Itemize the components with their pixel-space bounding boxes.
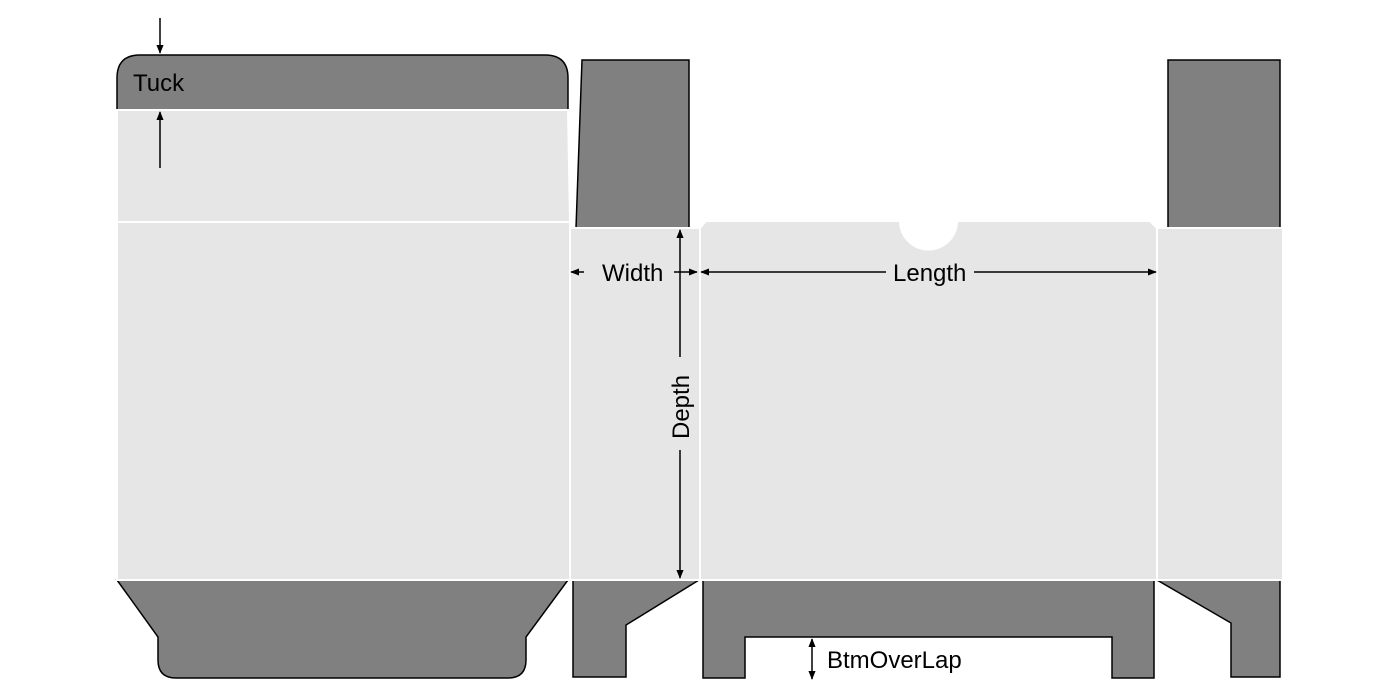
- length-label: Length: [893, 260, 966, 287]
- front-panel: [116, 221, 571, 581]
- bottom-flap-front: [115, 579, 570, 679]
- top-tuck-flap: [116, 54, 569, 111]
- right-side-panel: [1156, 227, 1284, 581]
- bottom-flap-width: [572, 579, 702, 678]
- bottom-flap-length: [702, 579, 1155, 679]
- top-dust-flap-left: [575, 59, 690, 229]
- length-panel: [699, 220, 1158, 581]
- depth-label: Depth: [668, 375, 695, 439]
- bottom-flap-right: [1154, 579, 1281, 678]
- top-dust-flap-right: [1167, 59, 1281, 229]
- tuck-label: Tuck: [133, 70, 185, 97]
- width-label: Width: [602, 260, 663, 287]
- tuck-extension-panel: [116, 109, 572, 223]
- btm-overlap-label: BtmOverLap: [827, 647, 962, 674]
